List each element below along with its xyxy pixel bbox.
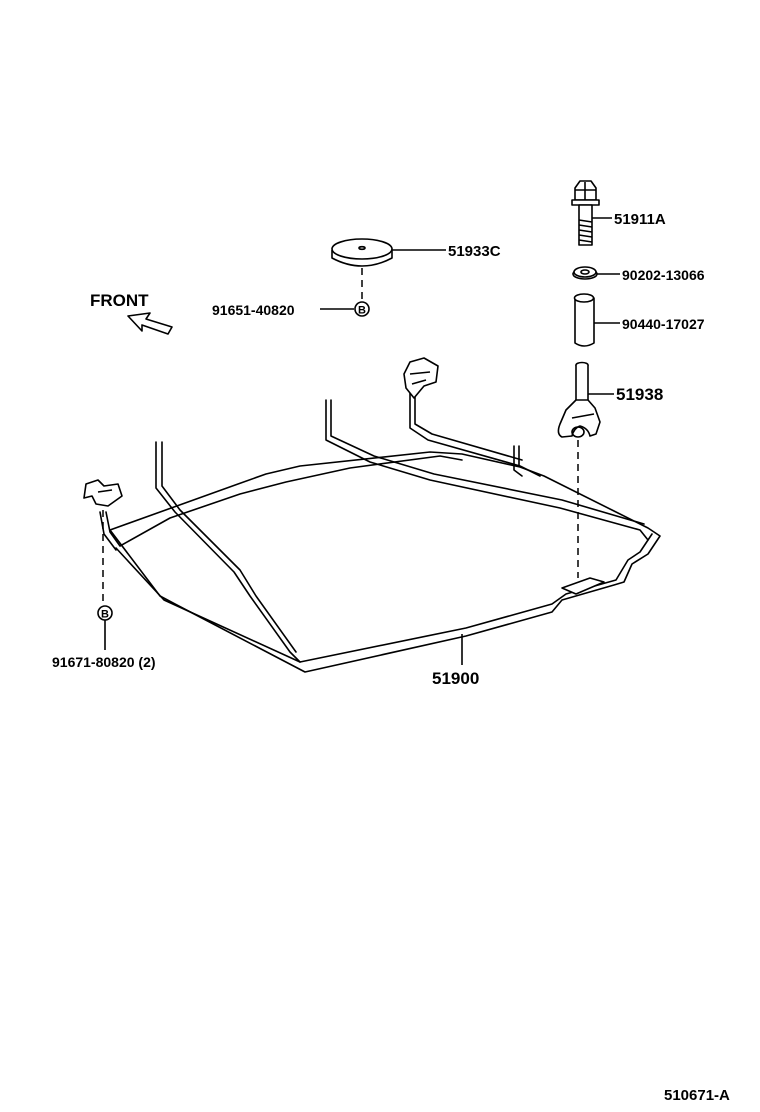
- frame-part: [83, 357, 661, 673]
- pad-fastener-part-number: 91651-40820: [212, 302, 295, 318]
- frame-fastener-marker-letter: B: [101, 609, 109, 621]
- pad-part: [331, 238, 393, 267]
- bracket-part-number: 51938: [616, 385, 663, 404]
- front-arrow-icon: [127, 312, 173, 335]
- collar-part: [573, 293, 595, 347]
- washer-part: [572, 266, 598, 280]
- front-label: FRONT: [90, 291, 149, 310]
- figure-code: 510671-A: [664, 1087, 730, 1104]
- frame-fastener-marker: B: [97, 605, 113, 621]
- bolt-part-number: 51911A: [614, 211, 666, 228]
- collar-part-number: 90440-17027: [622, 316, 705, 332]
- frame-fastener-part-number: 91671-80820 (2): [52, 654, 156, 670]
- pad-part-number: 51933C: [448, 243, 501, 260]
- frame-part-number: 51900: [432, 669, 479, 688]
- pad-fastener-marker-letter: B: [358, 305, 366, 317]
- bolt-part: [571, 180, 600, 246]
- pad-fastener-marker: B: [354, 301, 370, 317]
- bracket-part: [557, 361, 601, 438]
- washer-part-number: 90202-13066: [622, 267, 705, 283]
